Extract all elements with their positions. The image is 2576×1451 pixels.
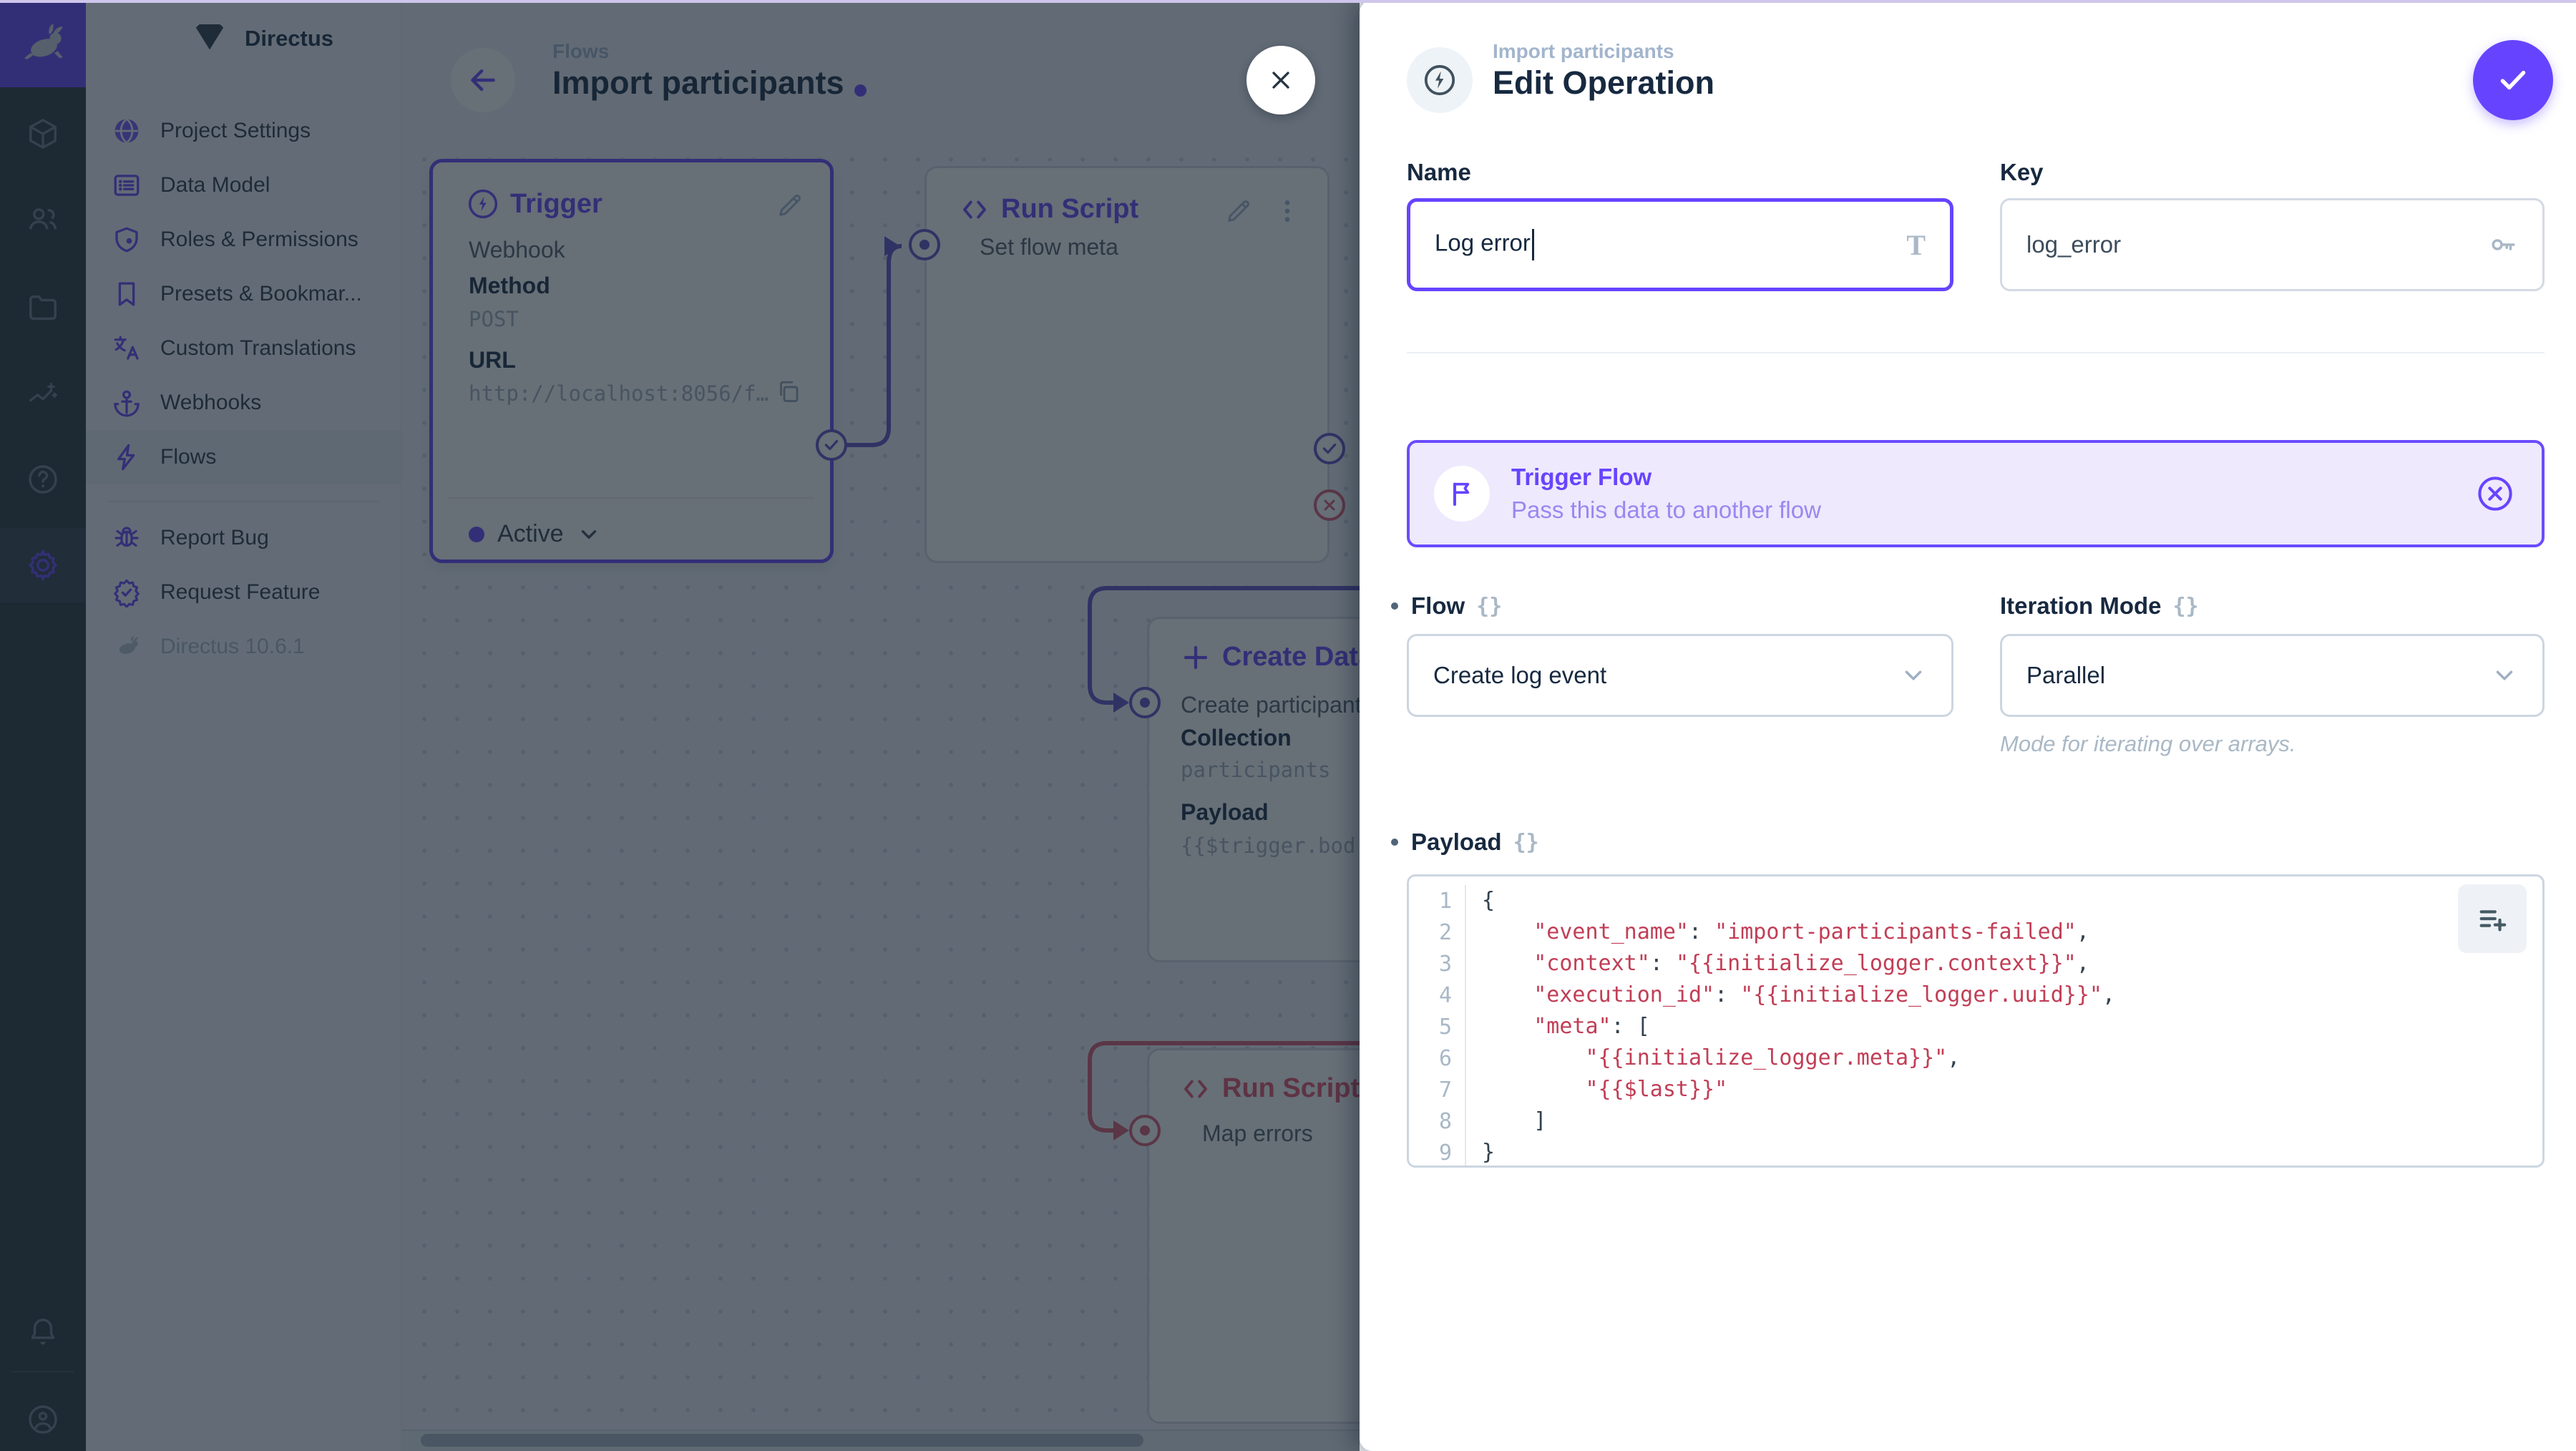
expand-template-button[interactable]	[2458, 884, 2527, 953]
trigger-flow-banner[interactable]: Trigger Flow Pass this data to another f…	[1407, 440, 2545, 547]
line-number: 2	[1438, 919, 1452, 945]
required-dot	[1391, 602, 1398, 610]
payload-code-editor[interactable]: 1{2 "event_name": "import-participants-f…	[1407, 874, 2545, 1168]
code-line[interactable]: 6 "{{initialize_logger.meta}}",	[1409, 1042, 2542, 1074]
code-line[interactable]: 5 "meta": [	[1409, 1011, 2542, 1042]
save-operation-button[interactable]	[2473, 40, 2553, 120]
bolt-circle-icon	[1424, 64, 1455, 96]
drawer-title: Edit Operation	[1493, 64, 1715, 101]
operation-icon-button[interactable]	[1407, 47, 1473, 113]
text-cursor	[1531, 229, 1534, 260]
flow-label: Flow {}	[1391, 592, 1502, 620]
check-icon	[2500, 70, 2526, 90]
section-divider	[1407, 352, 2545, 353]
key-value: log_error	[2026, 231, 2122, 258]
playlist-add-icon	[2479, 910, 2507, 932]
raw-value-icon[interactable]: {}	[1476, 593, 1503, 619]
line-number: 3	[1438, 951, 1452, 977]
close-drawer-button[interactable]	[1246, 46, 1315, 114]
iteration-mode-select[interactable]: Parallel	[2000, 634, 2545, 717]
line-number: 7	[1438, 1077, 1452, 1103]
raw-value-icon[interactable]: {}	[2172, 593, 2199, 619]
payload-label: Payload {}	[1391, 829, 1539, 856]
line-number: 1	[1438, 888, 1452, 914]
line-number: 9	[1438, 1140, 1452, 1166]
edit-operation-drawer: Import participants Edit Operation Name …	[1360, 0, 2576, 1451]
flow-select[interactable]: Create log event	[1407, 634, 1953, 717]
key-icon	[2492, 239, 2515, 250]
iteration-mode-value: Parallel	[2026, 662, 2106, 688]
banner-title: Trigger Flow	[1511, 464, 1652, 490]
code-line[interactable]: 3 "context": "{{initialize_logger.contex…	[1409, 948, 2542, 979]
flow-select-value: Create log event	[1433, 662, 1607, 688]
code-line[interactable]: 7 "{{$last}}"	[1409, 1074, 2542, 1105]
chevron-down-icon	[2496, 670, 2513, 680]
code-line[interactable]: 8 ]	[1409, 1105, 2542, 1137]
title-format-icon[interactable]: T	[1906, 228, 1926, 261]
drawer-breadcrumb[interactable]: Import participants	[1493, 40, 1674, 62]
key-label: Key	[2000, 159, 2044, 185]
code-line[interactable]: 9}	[1409, 1137, 2542, 1166]
line-number: 5	[1438, 1014, 1452, 1040]
drawer-backdrop[interactable]	[0, 0, 1360, 1451]
close-circle-icon	[2478, 477, 2512, 511]
chevron-down-icon	[1905, 670, 1922, 680]
line-number: 8	[1438, 1108, 1452, 1134]
iteration-mode-label: Iteration Mode {}	[2000, 592, 2199, 619]
window-top-edge	[0, 0, 2576, 3]
name-value: Log error	[1435, 229, 1906, 260]
line-number: 4	[1438, 982, 1452, 1008]
raw-value-icon[interactable]: {}	[1513, 829, 1539, 855]
code-line[interactable]: 1{	[1409, 885, 2542, 917]
iteration-mode-note: Mode for iterating over arrays.	[2000, 731, 2296, 756]
close-icon	[1272, 72, 1289, 89]
required-dot	[1391, 839, 1398, 846]
code-line[interactable]: 2 "event_name": "import-participants-fai…	[1409, 917, 2542, 948]
flag-icon	[1434, 466, 1490, 522]
name-label: Name	[1407, 159, 1471, 185]
line-number: 6	[1438, 1045, 1452, 1071]
key-input[interactable]: log_error	[2000, 198, 2545, 291]
remove-trigger-flow-button[interactable]	[2476, 474, 2514, 513]
name-input[interactable]: Log error T	[1407, 198, 1953, 291]
banner-subtitle: Pass this data to another flow	[1511, 497, 1821, 523]
code-line[interactable]: 4 "execution_id": "{{initialize_logger.u…	[1409, 979, 2542, 1011]
